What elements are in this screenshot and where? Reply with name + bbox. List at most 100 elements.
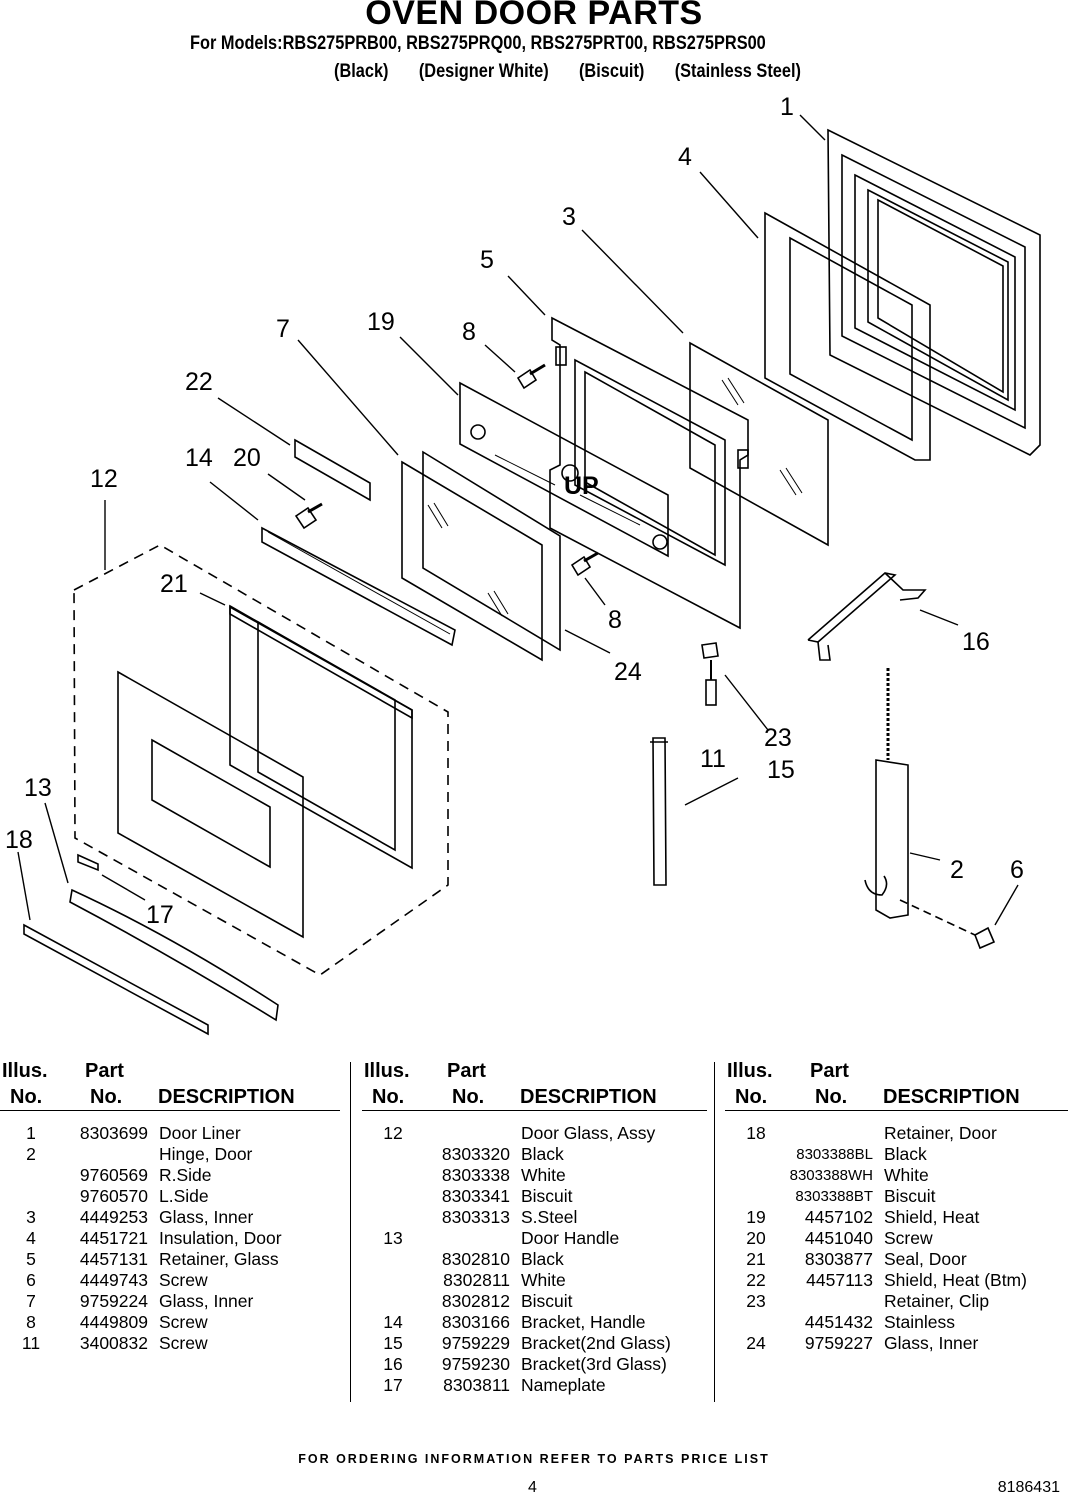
- header-illus-no: No.: [735, 1086, 768, 1108]
- clip-retainer-part: [701, 642, 719, 659]
- screw-11-part: [705, 660, 717, 706]
- bracket-3rd-glass-part: [807, 572, 927, 661]
- part-description: Stainless: [884, 1312, 956, 1332]
- up-marking: UP: [564, 472, 599, 500]
- part-description: Glass, Inner: [884, 1333, 979, 1353]
- callout-8-lower: 8: [608, 606, 622, 634]
- callout-20: 20: [233, 444, 261, 472]
- illus-number: 7: [26, 1291, 36, 1311]
- screw-20-part: [294, 502, 323, 530]
- part-description: Shield, Heat: [884, 1207, 980, 1227]
- part-number: 9759229: [441, 1333, 510, 1353]
- header-part: Part: [810, 1060, 849, 1082]
- part-number: 8303320: [441, 1144, 510, 1164]
- part-description: Hinge, Door: [159, 1144, 253, 1164]
- callout-6: 6: [1010, 856, 1024, 884]
- part-number: 8302812: [441, 1291, 510, 1311]
- callout-8-upper: 8: [462, 318, 476, 346]
- part-number: 8302810: [441, 1249, 510, 1269]
- part-description: Biscuit: [521, 1291, 573, 1311]
- header-part: Part: [447, 1060, 486, 1082]
- illus-number: 22: [746, 1270, 766, 1290]
- table-header: Illus. No. Part No. DESCRIPTION: [362, 1060, 707, 1111]
- part-number: 8303313: [441, 1207, 510, 1227]
- part-description: Seal, Door: [884, 1249, 967, 1269]
- part-number: 3400832: [79, 1333, 148, 1353]
- part-description: Retainer, Glass: [159, 1249, 279, 1269]
- part-number: 8303166: [441, 1312, 510, 1332]
- part-number: 8303877: [804, 1249, 873, 1269]
- header-description: DESCRIPTION: [883, 1086, 1020, 1108]
- header-part-no: No.: [90, 1086, 123, 1108]
- part-description: Bracket, Handle: [521, 1312, 646, 1332]
- callout-15: 15: [767, 756, 795, 784]
- part-number: 4457113: [806, 1270, 873, 1290]
- callout-22: 22: [185, 368, 213, 396]
- document-number: 8186431: [997, 1479, 1060, 1496]
- part-description: Biscuit: [884, 1186, 936, 1206]
- part-description: White: [884, 1165, 929, 1185]
- insulation-door-part: [764, 211, 931, 461]
- variant-biscuit: (Biscuit): [578, 61, 645, 82]
- part-description: Glass, Inner: [159, 1207, 254, 1227]
- callout-4: 4: [678, 143, 692, 171]
- illus-number: 19: [746, 1207, 766, 1227]
- part-description: Black: [884, 1144, 927, 1164]
- bracket-2nd-glass-part: [650, 737, 668, 886]
- header-illus: Illus.: [727, 1060, 773, 1082]
- part-description: R.Side: [159, 1165, 212, 1185]
- part-number: 4457131: [79, 1249, 148, 1269]
- illus-number: 1: [26, 1123, 36, 1143]
- callout-labels: 1 4 3 5 7 19 8 22 14 20 12 21 8 24 16 23…: [5, 93, 1024, 929]
- illus-number: 5: [26, 1249, 36, 1269]
- part-description: Retainer, Door: [884, 1123, 997, 1143]
- part-description: Bracket(2nd Glass): [521, 1333, 671, 1353]
- illus-number: 12: [383, 1123, 403, 1143]
- callout-23: 23: [764, 724, 792, 752]
- header-illus: Illus.: [2, 1060, 48, 1082]
- callout-21: 21: [160, 570, 188, 598]
- part-description: Door Liner: [159, 1123, 241, 1143]
- part-number: 9759227: [804, 1333, 873, 1353]
- part-number: 4449809: [79, 1312, 148, 1332]
- part-number: 9759230: [441, 1354, 510, 1374]
- part-number: 4449253: [79, 1207, 148, 1227]
- nameplate-part: [77, 853, 99, 872]
- part-description: Screw: [884, 1228, 933, 1248]
- header-illus: Illus.: [364, 1060, 410, 1082]
- callout-24: 24: [614, 658, 642, 686]
- variant-black: (Black): [334, 61, 389, 82]
- header-illus-no: No.: [10, 1086, 43, 1108]
- table-row: 24 9759227 Glass, Inner: [725, 1333, 1068, 1354]
- heat-shield-btm-part: [294, 438, 371, 502]
- header-illus-no: No.: [372, 1086, 405, 1108]
- callout-2: 2: [950, 856, 964, 884]
- illus-number: 2: [26, 1144, 36, 1164]
- table-row: 5 4457131 Retainer, Glass: [0, 1249, 340, 1270]
- callout-12: 12: [90, 465, 118, 493]
- illus-number: 16: [383, 1354, 403, 1374]
- glass-retainer-part: [549, 316, 749, 630]
- illus-number: 24: [746, 1333, 766, 1353]
- illus-number: 14: [383, 1312, 403, 1332]
- door-retainer-part: [23, 923, 209, 1036]
- callout-17: 17: [146, 901, 174, 929]
- page-number: 4: [528, 1479, 537, 1496]
- part-number: 9759224: [79, 1291, 148, 1311]
- table-row: 14 8303166 Bracket, Handle: [362, 1312, 707, 1333]
- part-number: 4451432: [804, 1312, 873, 1332]
- part-description: Insulation, Door: [159, 1228, 282, 1248]
- table-header: Illus. No. Part No. DESCRIPTION: [725, 1060, 1068, 1111]
- part-number: 4451721: [79, 1228, 148, 1248]
